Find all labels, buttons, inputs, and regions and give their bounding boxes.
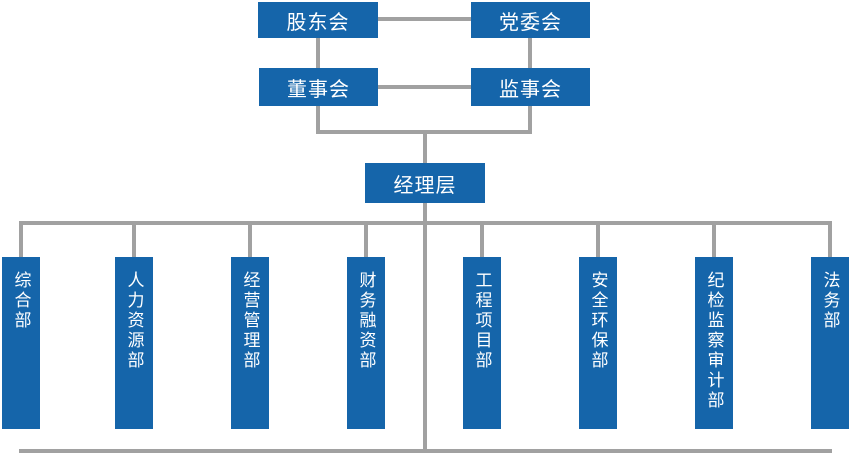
node-general-dept: 综合部 — [2, 257, 40, 429]
node-management-level: 经理层 — [365, 163, 485, 203]
dept-label: 人力资源部 — [124, 271, 144, 371]
node-supervisory-board: 监事会 — [471, 68, 590, 106]
connector-management-down — [423, 203, 427, 451]
connector-shareholders-board — [316, 38, 320, 68]
connector-stub-discipline — [712, 225, 716, 257]
connector-stub-general — [19, 225, 23, 257]
connector-bottom — [19, 449, 832, 453]
dept-label: 法务部 — [820, 271, 840, 331]
connector-board-supervisory — [378, 85, 471, 89]
node-legal-dept: 法务部 — [811, 257, 849, 429]
dept-label: 纪检监察审计部 — [704, 271, 724, 411]
node-engineering-project-dept: 工程项目部 — [463, 257, 501, 429]
dept-label: 综合部 — [11, 271, 31, 331]
node-safety-environment-dept: 安全环保部 — [579, 257, 617, 429]
connector-distribution — [19, 221, 832, 225]
connector-stub-safety — [596, 225, 600, 257]
connector-supervisory-down — [528, 106, 532, 134]
node-discipline-supervision-audit-dept: 纪检监察审计部 — [695, 257, 733, 429]
dept-label: 财务融资部 — [356, 271, 376, 371]
connector-party-supervisory — [528, 38, 532, 68]
node-finance-financing-dept: 财务融资部 — [347, 257, 385, 429]
connector-stub-legal — [828, 225, 832, 257]
node-operations-management-dept: 经营管理部 — [231, 257, 269, 429]
connector-stub-operations — [248, 225, 252, 257]
node-shareholders-meeting: 股东会 — [258, 2, 378, 38]
connector-stub-finance — [364, 225, 368, 257]
dept-label: 经营管理部 — [240, 271, 260, 371]
connector-stub-engineering — [480, 225, 484, 257]
dept-label: 工程项目部 — [472, 271, 492, 371]
dept-label: 安全环保部 — [588, 271, 608, 371]
node-human-resources-dept: 人力资源部 — [115, 257, 153, 429]
connector-stub-human-resources — [132, 225, 136, 257]
connector-board-down — [316, 106, 320, 134]
connector-merge-to-management — [423, 134, 427, 163]
connector-merge-horizontal — [316, 130, 532, 134]
connector-shareholders-party — [378, 17, 471, 21]
node-party-committee: 党委会 — [471, 2, 590, 38]
node-board-of-directors: 董事会 — [259, 68, 378, 106]
